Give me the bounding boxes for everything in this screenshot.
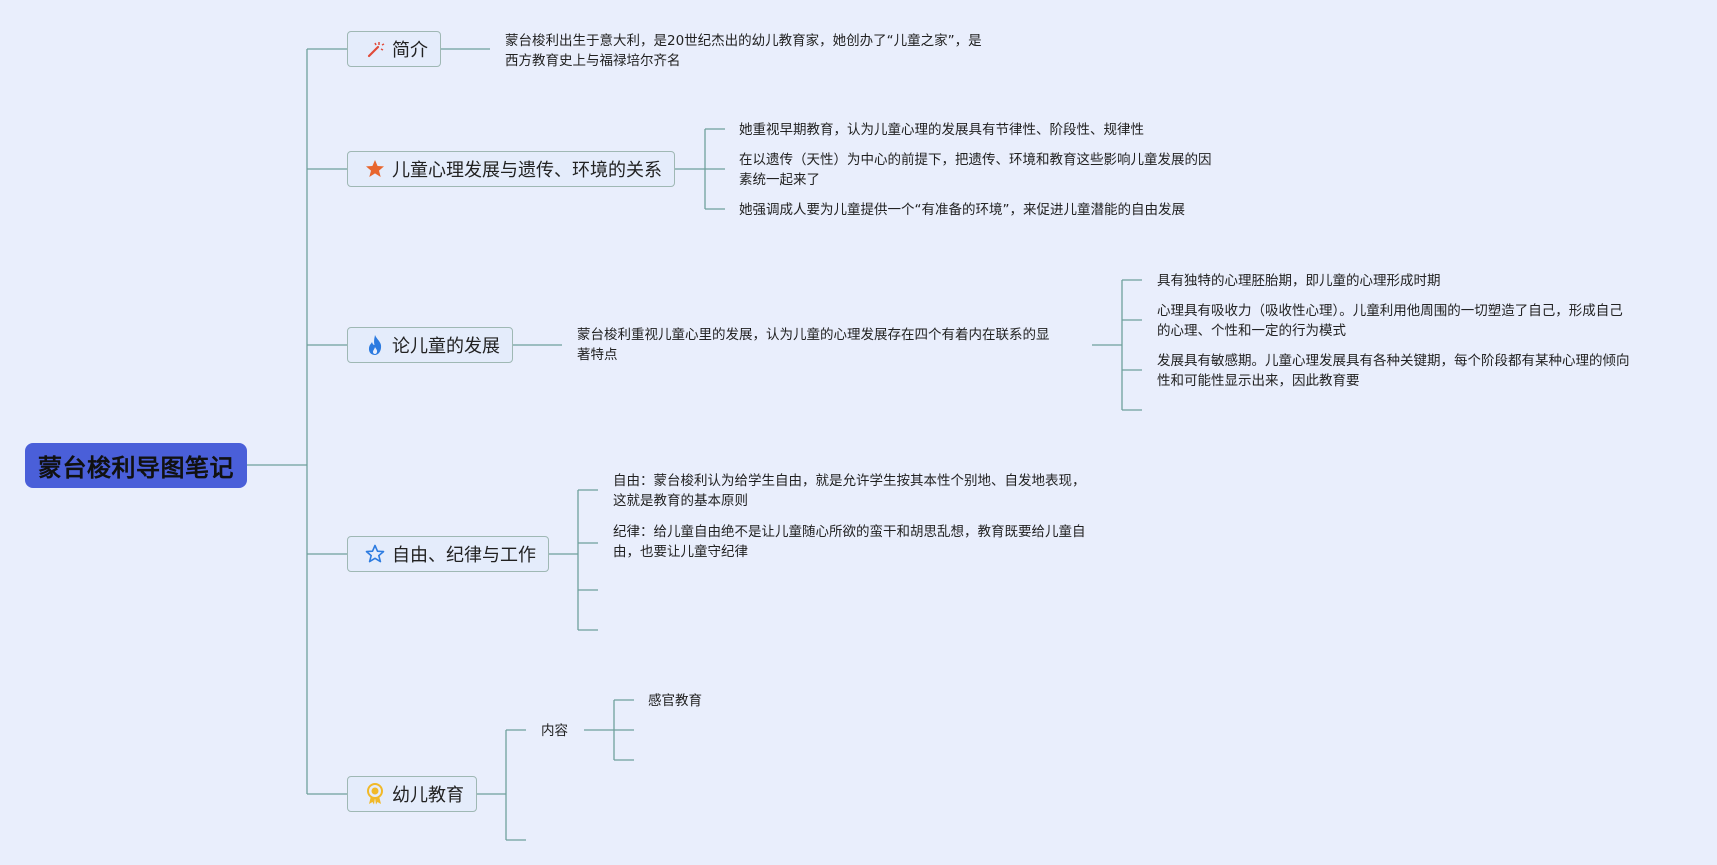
branch-freedom-discipline-work[interactable]: 自由、纪律与工作 [347, 536, 549, 572]
branch-label: 自由、纪律与工作 [392, 545, 536, 566]
text-line: 由，也要让儿童守纪律 [613, 544, 748, 560]
text-line: 具有独特的心理胚胎期，即儿童的心理形成时期 [1157, 273, 1441, 289]
branch-label: 论儿童的发展 [392, 336, 500, 357]
development-sub-1: 具有独特的心理胚胎期，即儿童的心理形成时期 [1157, 271, 1441, 291]
text-line: 发展具有敏感期。儿童心理发展具有各种关键期，每个阶段都有某种心理的倾向 [1157, 353, 1630, 369]
branch-child-development[interactable]: 论儿童的发展 [347, 327, 513, 363]
intro-text: 蒙台梭利出生于意大利，是20世纪杰出的幼儿教育家，她创办了“儿童之家”，是 西方… [505, 31, 982, 71]
development-sub-2: 心理具有吸收力（吸收性心理）。儿童利用他周围的一切塑造了自己，形成自己 的心理、… [1157, 301, 1623, 341]
text-line: 这就是教育的基本原则 [613, 493, 748, 509]
preschool-sensory-education: 感官教育 [648, 691, 702, 711]
star-outline-icon [364, 543, 386, 565]
heredity-item-1: 她重视早期教育，认为儿童心理的发展具有节律性、阶段性、规律性 [739, 120, 1144, 140]
development-sub-3: 发展具有敏感期。儿童心理发展具有各种关键期，每个阶段都有某种心理的倾向 性和可能… [1157, 351, 1630, 391]
branch-label: 儿童心理发展与遗传、环境的关系 [392, 160, 662, 181]
text-line: 性和可能性显示出来，因此教育要 [1157, 373, 1360, 389]
text-line: 感官教育 [648, 693, 702, 709]
text-line: 在以遗传（天性）为中心的前提下，把遗传、环境和教育这些影响儿童发展的因 [739, 152, 1212, 168]
text-line: 的心理、个性和一定的行为模式 [1157, 323, 1346, 339]
magic-wand-icon [364, 38, 386, 60]
branch-label: 幼儿教育 [392, 785, 464, 806]
branch-preschool-education[interactable]: 幼儿教育 [347, 776, 477, 812]
freedom-item-1: 自由：蒙台梭利认为给学生自由，就是允许学生按其本性个别地、自发地表现， 这就是教… [613, 471, 1086, 511]
text-line: 著特点 [577, 347, 618, 363]
intro-line: 蒙台梭利出生于意大利，是20世纪杰出的幼儿教育家，她创办了“儿童之家”，是 [505, 33, 982, 49]
branch-intro[interactable]: 简介 [347, 31, 441, 67]
branch-heredity-environment[interactable]: 儿童心理发展与遗传、环境的关系 [347, 151, 675, 187]
heredity-item-2: 在以遗传（天性）为中心的前提下，把遗传、环境和教育这些影响儿童发展的因 素统一起… [739, 150, 1212, 190]
freedom-item-2: 纪律：给儿童自由绝不是让儿童随心所欲的蛮干和胡思乱想，教育既要给儿童自 由，也要… [613, 522, 1086, 562]
text-line: 素统一起来了 [739, 172, 820, 188]
flame-icon [364, 334, 386, 356]
branch-label: 简介 [392, 40, 428, 61]
award-medal-icon [364, 783, 386, 805]
star-filled-icon [364, 158, 386, 180]
text-line: 心理具有吸收力（吸收性心理）。儿童利用他周围的一切塑造了自己，形成自己 [1157, 303, 1623, 319]
heredity-item-3: 她强调成人要为儿童提供一个“有准备的环境”，来促进儿童潜能的自由发展 [739, 200, 1185, 220]
text-line: 纪律：给儿童自由绝不是让儿童随心所欲的蛮干和胡思乱想，教育既要给儿童自 [613, 524, 1086, 540]
intro-line: 西方教育史上与福禄培尔齐名 [505, 53, 681, 69]
root-node[interactable]: 蒙台梭利导图笔记 [25, 443, 247, 488]
text-line: 她重视早期教育，认为儿童心理的发展具有节律性、阶段性、规律性 [739, 122, 1144, 138]
development-main-text: 蒙台梭利重视儿童心里的发展，认为儿童的心理发展存在四个有着内在联系的显 著特点 [577, 325, 1050, 365]
preschool-content-label: 内容 [541, 721, 568, 741]
text-line: 她强调成人要为儿童提供一个“有准备的环境”，来促进儿童潜能的自由发展 [739, 202, 1185, 218]
text-line: 自由：蒙台梭利认为给学生自由，就是允许学生按其本性个别地、自发地表现， [613, 473, 1086, 489]
text-line: 蒙台梭利重视儿童心里的发展，认为儿童的心理发展存在四个有着内在联系的显 [577, 327, 1050, 343]
text-line: 内容 [541, 723, 568, 739]
